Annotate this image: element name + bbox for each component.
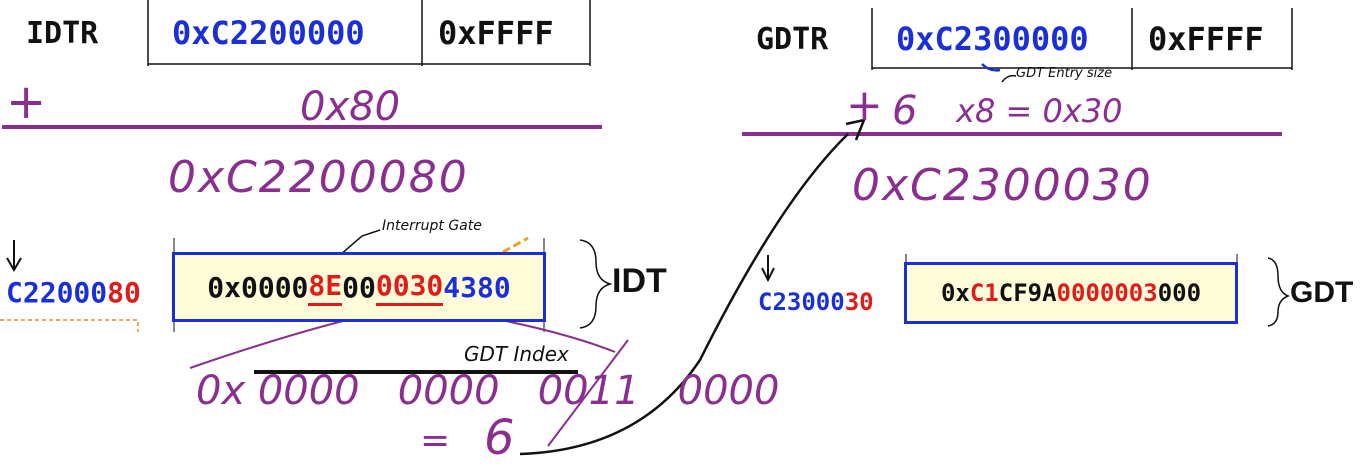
- idtr-label: IDTR: [26, 16, 99, 51]
- gdt-entry-address: C2300030: [758, 288, 874, 316]
- gdt-index-note: GDT Index: [464, 342, 569, 366]
- gdt-plus-sign: +: [846, 80, 883, 131]
- gdtr-label: GDTR: [756, 22, 829, 57]
- idt-address-result: 0xC2200080: [168, 152, 469, 203]
- idt-plus-sign: +: [6, 74, 47, 130]
- idt-entry-address: C2200080: [6, 276, 141, 309]
- idt-entry-prefix: 0x0000: [207, 270, 309, 304]
- gdtr-base: 0xC2300000: [896, 20, 1089, 58]
- gdt-table-label: GDT: [1290, 276, 1354, 309]
- gdt-entry-size-note: GDT Entry size: [1016, 66, 1113, 81]
- gdtr-limit: 0xFFFF: [1148, 20, 1264, 58]
- interrupt-gate-note: Interrupt Gate: [382, 218, 482, 234]
- idtr-base: 0xC2200000: [172, 14, 365, 52]
- gdt-address-result: 0xC2300030: [852, 160, 1153, 211]
- gdt-index-value: 6: [892, 88, 918, 134]
- gdt-multiplication: x8 = 0x30: [956, 92, 1123, 130]
- gdt-entry-flags: CF9A: [998, 279, 1057, 307]
- gdt-entry-prefix: 0x: [940, 279, 970, 307]
- idt-entry-offset: 4380: [443, 270, 511, 304]
- idt-entry-address-base: C22000: [6, 276, 108, 309]
- idt-table-label: IDT: [612, 262, 667, 300]
- gdt-entry-base-low: 0000003: [1056, 279, 1158, 307]
- selector-binary: 0x 0000 0000 0011 0000: [196, 368, 780, 414]
- idt-entry-selector: 0030: [375, 269, 444, 306]
- gdt-entry-base-high: C1: [969, 279, 999, 307]
- gdt-entry-limit: 000: [1157, 279, 1202, 307]
- gdt-entry-address-offset: 30: [844, 288, 874, 316]
- idt-entry-address-offset: 80: [107, 276, 141, 309]
- gdt-entry-address-base: C23000: [758, 288, 845, 316]
- idtr-limit: 0xFFFF: [438, 14, 554, 52]
- idt-entry-zero: 00: [342, 270, 376, 304]
- idt-offset: 0x80: [300, 84, 401, 130]
- idt-entry-gate-type: 8E: [308, 269, 343, 306]
- gdt-index-result: 6: [484, 410, 515, 466]
- binary-equals-sign: =: [420, 420, 451, 461]
